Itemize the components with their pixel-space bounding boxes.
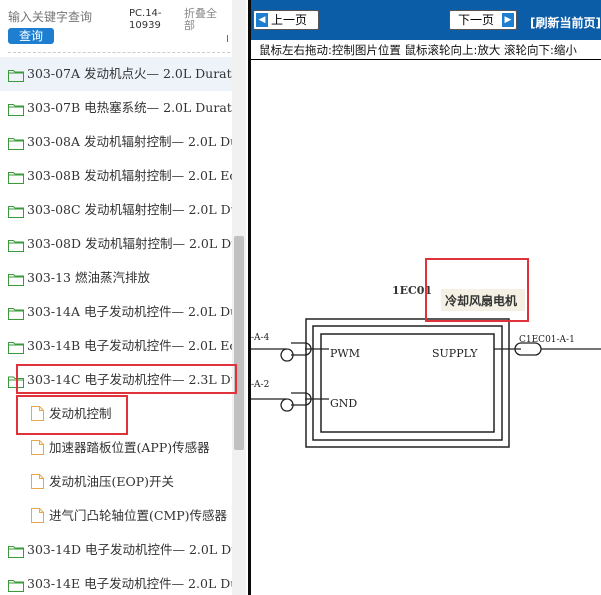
tree-item-file[interactable]: 发动机控制 (0, 397, 232, 431)
pin-pwm-label: PWM (330, 347, 360, 360)
tree-item-label: 303-08D 发动机辐射控制— 2.0L Duratorq (27, 236, 232, 251)
toolbar: ◀ 上一页 下一页 ▶ [刷新当前页] (251, 0, 601, 40)
tree-item-file[interactable]: 发动机油压(EOP)开关 (0, 465, 232, 499)
tree-item-label: 303-14C 电子发动机控件— 2.3L Duratec (27, 372, 232, 387)
component-outer-border (305, 318, 510, 448)
wiring-diagram[interactable]: 1EC01 冷却风扇电机 PWM GND SUPPLY -A-4 -A-2 C1… (251, 61, 601, 595)
tree-item-label: 303-07B 电热塞系统— 2.0L Duratorq (27, 100, 232, 115)
folder-icon (8, 271, 24, 286)
tree-item-label: 303-13 燃油蒸汽排放 (27, 270, 150, 285)
folder-icon (8, 543, 24, 558)
tree-item-folder[interactable]: 303-07B 电热塞系统— 2.0L Duratorq (0, 91, 232, 125)
folder-icon (8, 203, 24, 218)
connector-left-bottom-icon (280, 392, 312, 412)
component-name-bg (441, 289, 525, 311)
collapse-all-button[interactable]: 折叠全部 (184, 7, 217, 32)
tree-item-label: 发动机油压(EOP)开关 (49, 474, 175, 489)
search-input[interactable] (8, 8, 116, 26)
navigation-panel: 查询 PC.14-10939 折叠全部 I 303-07A 发动机点火— 2.0… (0, 0, 248, 595)
folder-icon (8, 339, 24, 354)
folder-icon (8, 577, 24, 592)
wire-right-label: C1EC01-A-1 (519, 335, 575, 345)
tree-item-label: 303-14D 电子发动机控件— 2.0L Duratorq (27, 542, 232, 557)
version-label: PC.14-10939 (129, 8, 162, 31)
tree-item-folder[interactable]: 303-08D 发动机辐射控制— 2.0L Duratorq (0, 227, 232, 261)
search-area: 查询 (8, 8, 126, 44)
tree-item-file[interactable]: 进气门凸轮轴位置(CMP)传感器 (0, 499, 232, 533)
corner-mark: I (226, 34, 229, 45)
folder-icon (8, 237, 24, 252)
refresh-page-link[interactable]: [刷新当前页] (530, 16, 601, 30)
pin-supply-label: SUPPLY (432, 347, 478, 360)
tree-item-file[interactable]: 加速器踏板位置(APP)传感器 (0, 431, 232, 465)
tree-item-folder[interactable]: 303-07A 发动机点火— 2.0L Duratec (0, 57, 232, 91)
folder-icon (8, 305, 24, 320)
file-icon (31, 406, 44, 421)
folder-icon (8, 67, 24, 82)
tree-item-label: 303-14B 电子发动机控件— 2.0L EcoBoost (27, 338, 232, 353)
file-icon (31, 474, 44, 489)
panel-divider[interactable] (248, 0, 251, 595)
connector-right-icon (514, 342, 542, 356)
next-page-button[interactable]: 下一页 ▶ (449, 10, 517, 30)
prev-page-label: 上一页 (271, 13, 308, 27)
tree-item-label: 303-08A 发动机辐射控制— 2.0L Duratec (27, 134, 232, 149)
wire-left-top-label: -A-4 (251, 333, 270, 343)
scrollbar-thumb[interactable] (234, 236, 244, 450)
tree-item-label: 303-08B 发动机辐射控制— 2.0L EcoBoost (27, 168, 232, 183)
highlight-box-component (425, 258, 529, 322)
hint-bar: 鼠标左右拖动:控制图片位置 鼠标滚轮向上:放大 滚轮向下:缩小 (251, 40, 601, 60)
divider-line (8, 52, 230, 53)
wire-left-bottom-label: -A-2 (251, 380, 269, 390)
tree-item-folder[interactable]: 303-08A 发动机辐射控制— 2.0L Duratec (0, 125, 232, 159)
tree-item-folder[interactable]: 303-14B 电子发动机控件— 2.0L EcoBoost (0, 329, 232, 363)
component-name: 冷却风扇电机 (445, 293, 517, 308)
component-inner-border (320, 333, 495, 433)
component-id: 1EC01 (392, 284, 432, 297)
tree-item-label: 303-07A 发动机点火— 2.0L Duratec (27, 66, 232, 81)
file-icon (31, 440, 44, 455)
tree-item-folder[interactable]: 303-14D 电子发动机控件— 2.0L Duratorq (0, 533, 232, 567)
tree-item-folder[interactable]: 303-14A 电子发动机控件— 2.0L Duratec (0, 295, 232, 329)
pin-gnd-label: GND (330, 397, 357, 410)
tree-item-label: 303-14E 电子发动机控件— 2.0L Duratorq (27, 576, 232, 591)
tree-item-label: 303-08C 发动机辐射控制— 2.0L Duratorq (27, 202, 232, 217)
folder-icon (8, 135, 24, 150)
tree-scrollbar[interactable] (232, 0, 246, 595)
connector-left-top-icon (280, 342, 312, 362)
tree-item-label: 加速器踏板位置(APP)传感器 (49, 440, 210, 455)
file-icon (31, 508, 44, 523)
tree-item-folder[interactable]: 303-08B 发动机辐射控制— 2.0L EcoBoost (0, 159, 232, 193)
tree-item-folder[interactable]: 303-14E 电子发动机控件— 2.0L Duratorq (0, 567, 232, 595)
folder-icon (8, 101, 24, 116)
arrow-left-icon: ◀ (256, 13, 268, 27)
tree-item-label: 发动机控制 (49, 406, 112, 421)
tree-item-folder[interactable]: 303-08C 发动机辐射控制— 2.0L Duratorq (0, 193, 232, 227)
next-page-label: 下一页 (458, 13, 495, 27)
tree-list: 303-07A 发动机点火— 2.0L Duratec 303-07B 电热塞系统… (0, 57, 232, 595)
prev-page-button[interactable]: ◀ 上一页 (253, 10, 319, 30)
diagram-panel: ◀ 上一页 下一页 ▶ [刷新当前页] 鼠标左右拖动:控制图片位置 鼠标滚轮向上… (251, 0, 601, 595)
tree-item-folder[interactable]: 303-13 燃油蒸汽排放 (0, 261, 232, 295)
folder-icon (8, 169, 24, 184)
arrow-right-icon: ▶ (502, 13, 514, 27)
component-middle-border (312, 325, 503, 441)
tree-item-label: 进气门凸轮轴位置(CMP)传感器 (49, 508, 228, 523)
search-button[interactable]: 查询 (8, 28, 54, 44)
tree-item-folder[interactable]: 303-14C 电子发动机控件— 2.3L Duratec (0, 363, 232, 397)
folder-open-icon (8, 373, 24, 388)
tree-item-label: 303-14A 电子发动机控件— 2.0L Duratec (27, 304, 232, 319)
